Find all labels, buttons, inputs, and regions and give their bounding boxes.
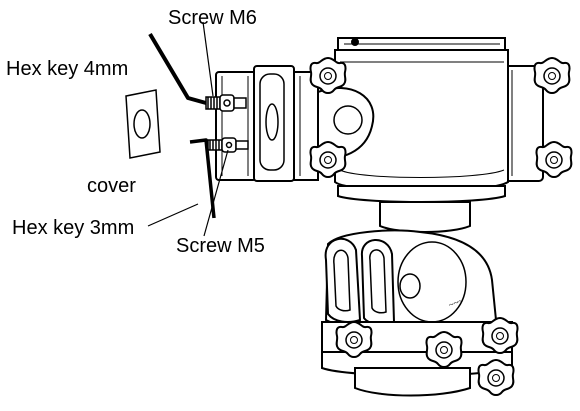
cover-part [125, 89, 161, 159]
hex-key-4mm-part [148, 32, 207, 105]
leader-lines [147, 21, 229, 237]
panning-head-body [334, 37, 544, 203]
label-screw-m5: Screw M5 [176, 235, 265, 257]
label-hex-key-4mm: Hex key 4mm [6, 58, 129, 80]
screw-m5-part [207, 137, 249, 153]
clamp-plate [215, 65, 375, 182]
base-body [321, 201, 513, 397]
hex-key-3mm-part [189, 138, 216, 219]
label-hex-key-3mm: Hex key 3mm [12, 217, 135, 239]
brand-mark: ~~~ [447, 295, 464, 309]
label-screw-m6: Screw M6 [168, 7, 257, 29]
screw-m6-part [205, 94, 247, 112]
label-cover: cover [87, 175, 136, 197]
